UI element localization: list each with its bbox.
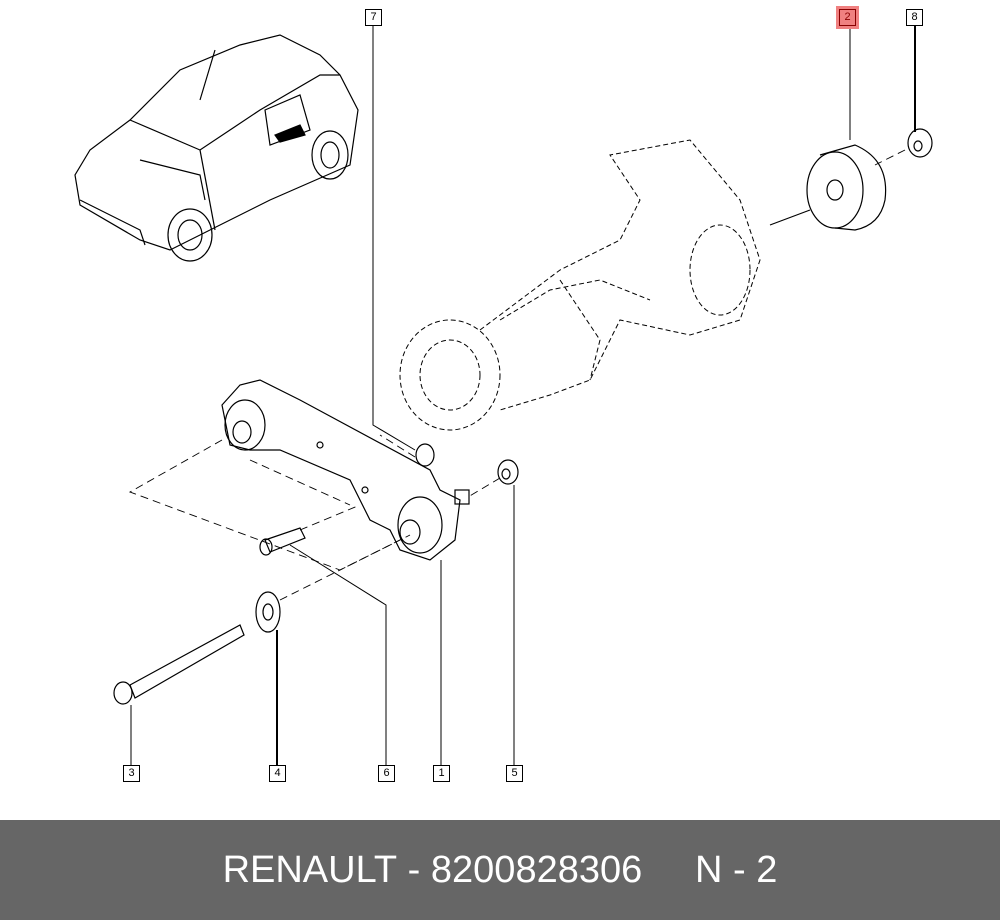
bolt-part-7 [415,443,435,467]
diagram-position: N - 2 [695,848,778,891]
callout-2-highlighted[interactable]: 2 [836,6,859,29]
assembly-lines [128,149,906,601]
crossmember-part-1 [221,379,470,561]
part-number: 8200828306 [430,848,643,891]
separator: - [397,848,431,891]
washer-part-5 [497,459,519,485]
callout-6[interactable]: 6 [378,765,395,782]
callout-1[interactable]: 1 [433,765,450,782]
exploded-view-drawing [74,25,933,765]
spacer [642,849,695,892]
bushing-part-2 [769,144,887,231]
callout-8[interactable]: 8 [906,9,923,26]
bolt-part-6 [259,527,306,556]
nut-part-8 [907,128,933,158]
brand-name: RENAULT [222,848,398,891]
callout-3[interactable]: 3 [123,765,140,782]
vehicle-illustration [74,34,359,262]
bolt-part-3 [113,624,245,705]
callout-5[interactable]: 5 [506,765,523,782]
leader-lines [130,25,916,765]
rear-differential [399,139,761,431]
washer-part-4 [255,591,281,633]
part-info-footer: RENAULT - 8200828306 N - 2 [0,820,1000,920]
callout-7[interactable]: 7 [365,9,382,26]
callout-4[interactable]: 4 [269,765,286,782]
